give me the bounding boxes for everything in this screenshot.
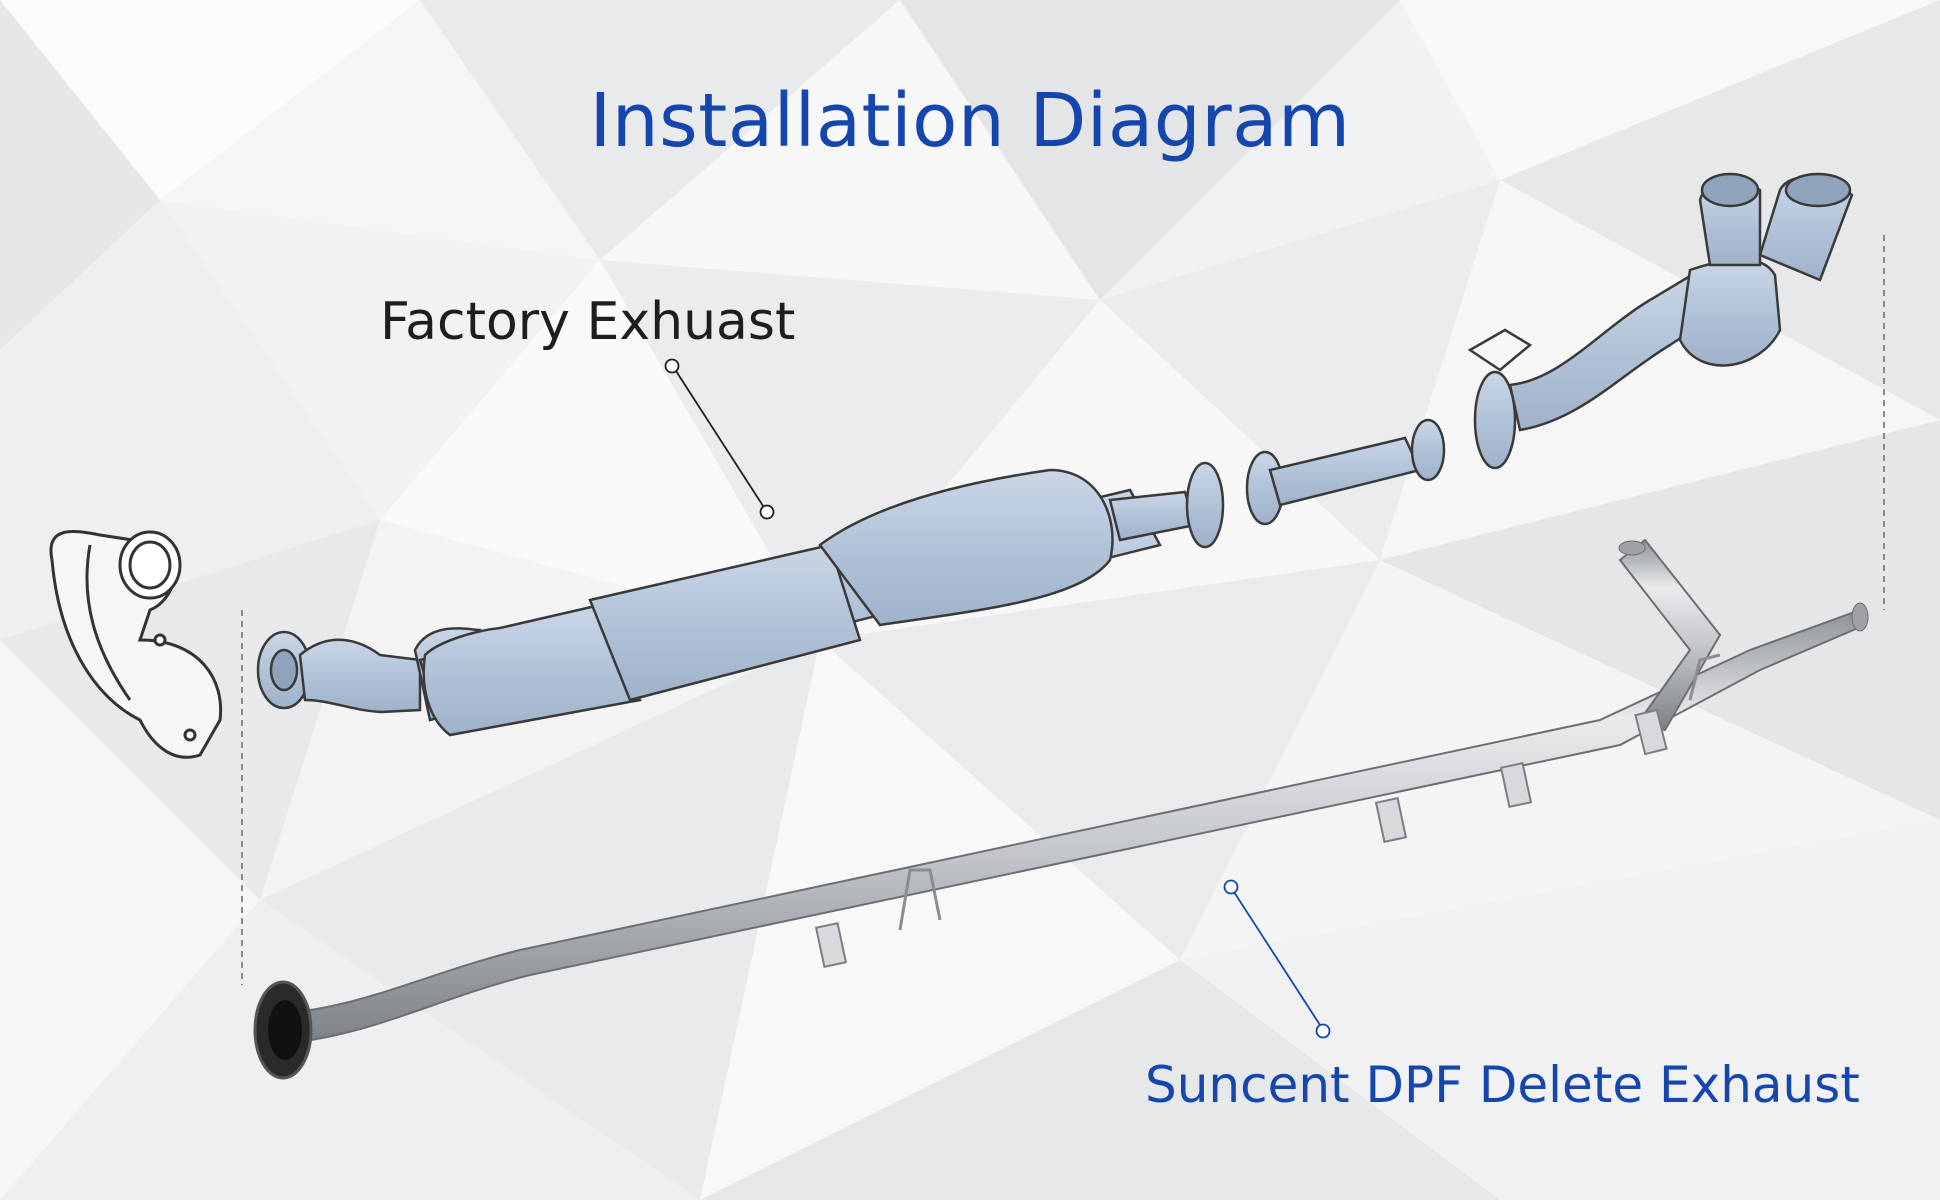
page-title: Installation Diagram	[589, 78, 1351, 164]
delete-callout	[1223, 879, 1331, 1039]
delete-pipe-upper-branch	[1618, 538, 1722, 732]
factory-exhaust-label: Factory Exhuast	[380, 292, 796, 352]
factory-exhaust-part	[256, 172, 1854, 737]
factory-callout	[664, 358, 775, 520]
hanger-1	[898, 868, 942, 931]
dpf-canister	[818, 468, 1114, 627]
mid-flange-a	[1185, 461, 1225, 549]
tip-y-pipe	[1678, 258, 1782, 367]
clamp-4	[1634, 708, 1668, 756]
factory-callout-dot-start	[664, 358, 680, 374]
turbo-elbow-part	[49, 530, 223, 759]
rear-flange	[1473, 370, 1517, 470]
dpf-delete-exhaust-label: Suncent DPF Delete Exhaust	[1145, 1056, 1860, 1114]
clamp-1	[814, 921, 848, 969]
delete-callout-dot-start	[1223, 879, 1239, 895]
clamp-2	[1374, 796, 1408, 844]
dpf-delete-pipe-part	[253, 538, 1869, 1080]
delete-callout-dot-end	[1315, 1023, 1331, 1039]
hanger-2	[1688, 653, 1721, 701]
factory-callout-dot-end	[759, 504, 775, 520]
clamp-3	[1499, 761, 1533, 809]
